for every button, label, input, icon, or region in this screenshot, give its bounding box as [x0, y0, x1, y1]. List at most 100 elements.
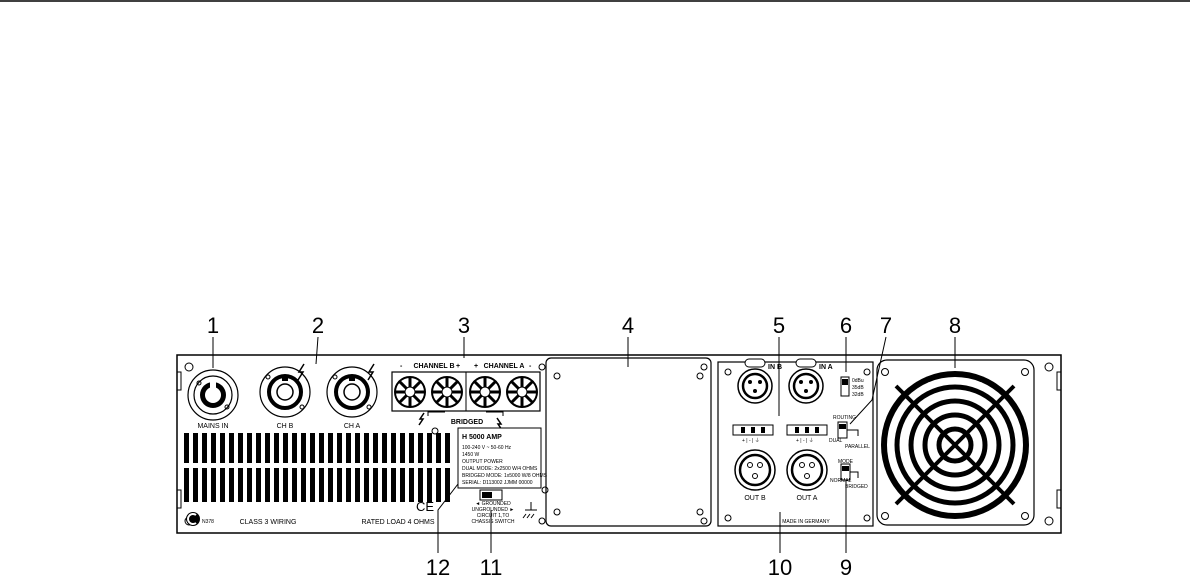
vent-slot: [418, 433, 423, 463]
callout-10: 10: [768, 555, 792, 579]
vent-slot: [292, 468, 297, 502]
out-a-label: OUT A: [797, 495, 818, 502]
vent-slot: [409, 433, 414, 463]
vent-slot: [445, 468, 450, 502]
minus-sign: -: [529, 363, 532, 370]
xlr-input-a: IN A: [788, 358, 833, 404]
polarity-marks: + | - | ⏚: [796, 437, 814, 444]
vent-slot: [283, 433, 288, 463]
vent-slot: [211, 433, 216, 463]
callout-11: 11: [480, 555, 503, 579]
ch-b-label: CH B: [277, 423, 294, 430]
vent-slot: [301, 468, 306, 502]
vent-slot: [310, 468, 315, 502]
vent-slot: [238, 433, 243, 463]
nameplate-line: OUTPUT POWER: [462, 459, 503, 465]
cooling-fan-grille: [876, 359, 1035, 526]
parallel-label: PARALLEL: [845, 444, 870, 450]
nameplate-line: 1450 W: [462, 452, 480, 458]
vent-slot: [319, 433, 324, 463]
mode-bridged-label: BRIDGED: [845, 484, 868, 490]
chassis-switch-label: CHASSIS SWITCH: [471, 519, 514, 525]
panel-screws: [184, 362, 1054, 526]
vent-slot: [418, 468, 423, 502]
vent-slot: [301, 433, 306, 463]
vent-slot: [436, 468, 441, 502]
model-code: N378: [202, 519, 214, 525]
out-b-label: OUT B: [744, 495, 766, 502]
vent-slot: [274, 433, 279, 463]
vent-slot: [400, 468, 405, 502]
vent-slot: [220, 468, 225, 502]
vent-slot: [355, 433, 360, 463]
vent-slot: [445, 433, 450, 463]
euroblock-a: + | - | ⏚: [786, 424, 828, 444]
in-b-label: IN B: [768, 364, 782, 371]
vent-slot: [211, 468, 216, 502]
callout-3: 3: [458, 313, 470, 338]
vent-slot: [355, 468, 360, 502]
vent-slot: [373, 433, 378, 463]
vent-slot: [436, 433, 441, 463]
nameplate-line: SERIAL: D113002 JJMM 00000: [462, 480, 533, 486]
nameplate-line: BRIDGED MODE: 1x5000 W/8 OHMS: [462, 473, 548, 479]
bottom-left-markings: N378 CLASS 3 WIRING RATED LOAD 4 OHMS CE: [186, 499, 435, 526]
made-in-label: MADE IN GERMANY: [782, 519, 830, 525]
ventilation-slots: [184, 433, 450, 502]
callout-numbers: 1 2 3 4 5 6 7 8 9 10 11 12: [207, 313, 961, 579]
vent-slot: [382, 468, 387, 502]
vent-slot: [292, 433, 297, 463]
vent-slot: [247, 468, 252, 502]
callout-8: 8: [949, 313, 961, 338]
normal-label: NORMAL: [830, 478, 852, 484]
io-panel: IN B IN A + | - | ⏚ + | - | ⏚ OUT B: [717, 358, 874, 527]
mode-label: MODE: [838, 459, 854, 465]
speakon-ch-a: CH A: [326, 363, 378, 430]
sens-0dbu-label: 0dBu: [852, 378, 864, 384]
vent-slot: [391, 468, 396, 502]
vent-slot: [409, 468, 414, 502]
callout-7: 7: [880, 313, 892, 338]
vent-slot: [247, 433, 252, 463]
leader-lines: [212, 336, 956, 553]
vent-slot: [274, 468, 279, 502]
sensitivity-switch: 0dBu 35dB 32dB: [840, 376, 864, 398]
vent-slot: [337, 468, 342, 502]
vent-slot: [382, 433, 387, 463]
vent-slot: [283, 468, 288, 502]
vent-slot: [184, 433, 189, 463]
callout-4: 4: [622, 313, 634, 338]
euroblock-b: + | - | ⏚: [732, 424, 774, 444]
nameplate: H 5000 AMP 100-240 V ~ 50-60 Hz 1450 W O…: [457, 427, 548, 489]
ch-a-label: CH A: [344, 423, 361, 430]
bridged-label: BRIDGED: [451, 419, 483, 426]
routing-switch: ROUTING DUAL PARALLEL: [829, 415, 870, 450]
vent-slot: [328, 468, 333, 502]
plus-sign: +: [456, 363, 460, 370]
xlr-output-a: OUT A: [786, 449, 828, 502]
callout-1: 1: [207, 313, 219, 338]
sens-35db-label: 35dB: [852, 385, 864, 391]
vent-slot: [265, 468, 270, 502]
callout-12: 12: [426, 555, 450, 579]
vent-slot: [391, 433, 396, 463]
grounded-label: ◄ GROUNDED: [475, 501, 511, 507]
xlr-input-b: IN B: [737, 358, 782, 404]
ungrounded-label: UNGROUNDED ►: [472, 507, 515, 513]
nameplate-line: 100-240 V ~ 50-60 Hz: [462, 445, 512, 451]
vent-slot: [310, 433, 315, 463]
channel-a-label: CHANNEL A: [484, 363, 525, 370]
speakon-ch-b: CH B: [259, 363, 311, 430]
vent-slot: [229, 433, 234, 463]
dual-label: DUAL: [829, 438, 843, 444]
terminal-knob: [394, 376, 426, 408]
xlr-output-b: OUT B: [734, 449, 776, 502]
vent-slot: [400, 433, 405, 463]
vent-slot: [373, 468, 378, 502]
vent-slot: [364, 468, 369, 502]
polarity-marks: + | - | ⏚: [742, 437, 760, 444]
mains-in-label: MAINS IN: [197, 423, 228, 430]
vent-slot: [328, 433, 333, 463]
vent-slot: [265, 433, 270, 463]
